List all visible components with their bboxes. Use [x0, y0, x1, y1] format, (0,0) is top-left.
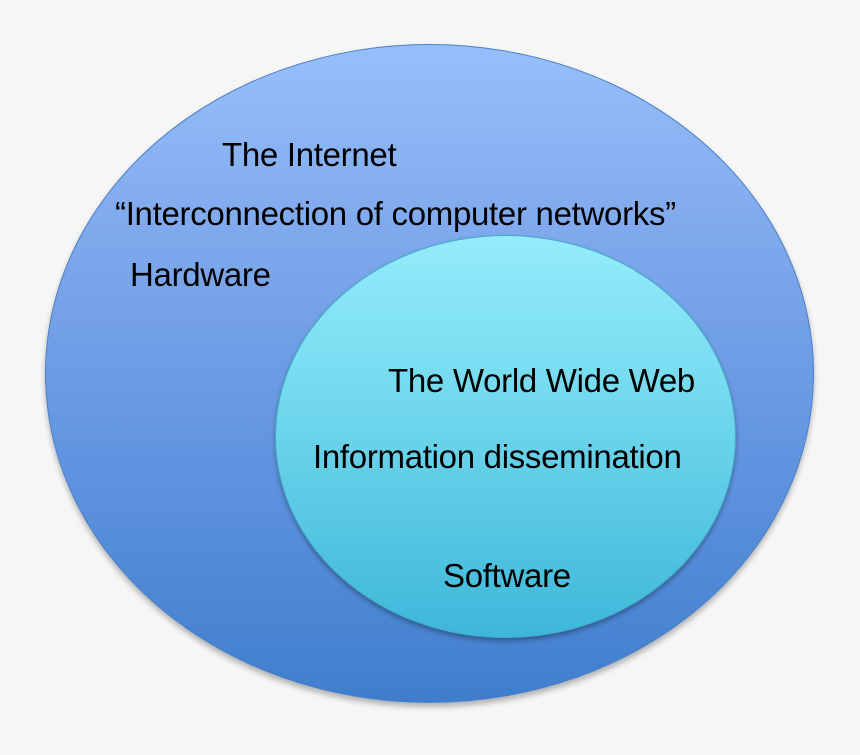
internet-title: The Internet — [222, 136, 397, 173]
www-definition: Information dissemination — [313, 438, 682, 475]
www-ellipse — [275, 235, 736, 638]
internet-category-label: Hardware — [130, 256, 271, 293]
www-title: The World Wide Web — [388, 362, 695, 399]
internet-definition: “Interconnection of computer networks” — [115, 195, 676, 232]
www-category-label: Software — [443, 557, 571, 594]
